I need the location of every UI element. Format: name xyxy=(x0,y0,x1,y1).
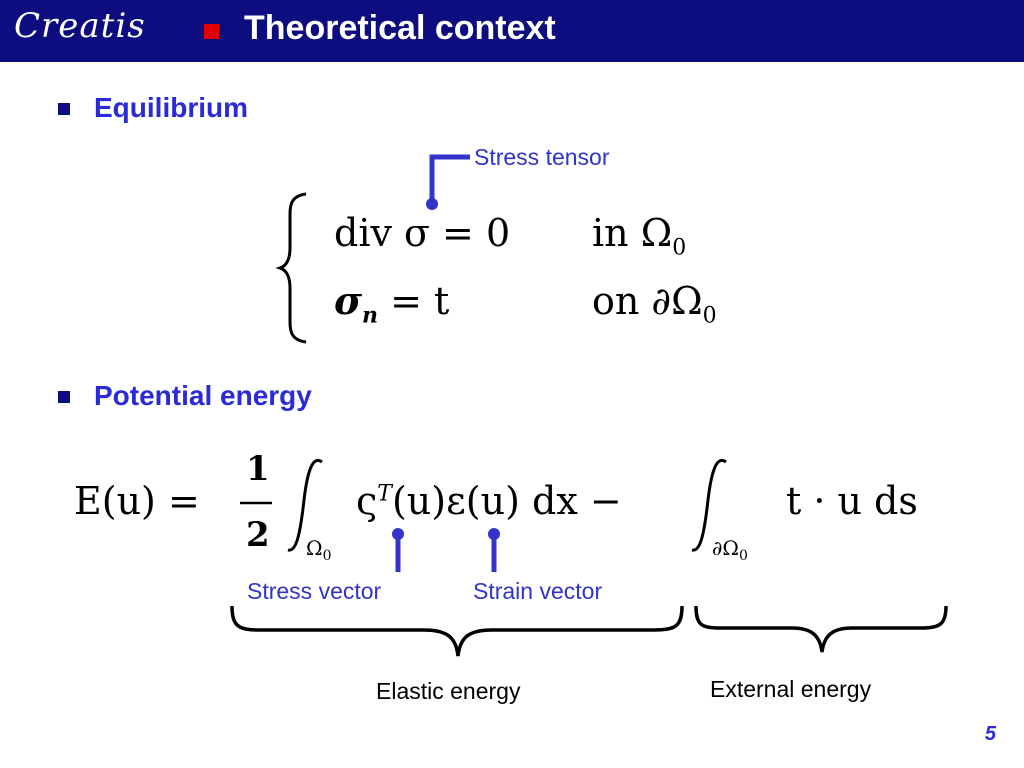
int2-sub-index: 0 xyxy=(738,548,748,564)
elastic-energy-label: Elastic energy xyxy=(376,678,521,704)
equation-equilibrium-2: σn = t xyxy=(334,279,450,327)
stress-tensor-label: Stress tensor xyxy=(474,144,610,170)
system-left-brace xyxy=(275,192,307,344)
heading-equilibrium: Equilibrium xyxy=(94,92,248,123)
strain-vector-label: Strain vector xyxy=(473,578,603,604)
equation-equilibrium-1: div σ = 0 xyxy=(334,214,510,252)
integrand1-sym: ς xyxy=(356,479,378,523)
integral-1-subscript: Ω0 xyxy=(306,536,332,563)
external-energy-label: External energy xyxy=(710,676,872,702)
int2-sub: ∂Ω xyxy=(712,536,739,560)
equation-equilibrium-2-domain: on ∂Ω0 xyxy=(592,279,717,327)
fraction-denominator: 2 xyxy=(246,515,270,555)
stress-tensor-callout-line xyxy=(429,154,470,202)
integrand2-text: t · u ds xyxy=(786,479,918,523)
page-number: 5 xyxy=(984,723,996,745)
eq2-domain-sub: 0 xyxy=(702,303,717,329)
energy-lhs: E(u) = xyxy=(74,482,200,520)
eq2-sigma: σ xyxy=(334,278,363,323)
title-bar: Creatis Theoretical context xyxy=(0,0,1024,62)
stress-vector-label: Stress vector xyxy=(247,578,382,604)
integrand-1: ςT(u)ε(u) dx − xyxy=(356,482,622,520)
integrand-2: t · u ds xyxy=(786,482,918,520)
eq1-domain: in Ω xyxy=(592,211,673,255)
bullet-potential-energy xyxy=(58,391,70,403)
integrand1-sup: T xyxy=(377,481,392,507)
elastic-energy-underbrace xyxy=(230,605,684,657)
heading-potential-energy: Potential energy xyxy=(94,380,312,411)
eq2-rest: = t xyxy=(390,279,450,323)
int1-sub: Ω xyxy=(306,536,323,560)
external-energy-underbrace xyxy=(694,605,948,653)
bullet-equilibrium xyxy=(58,103,70,115)
title-bullet-square xyxy=(204,24,219,39)
eq2-domain: on ∂Ω xyxy=(592,279,703,323)
equation-equilibrium-1-domain: in Ω0 xyxy=(592,211,686,259)
stress-tensor-callout-dot xyxy=(426,198,438,210)
integrand1-rest: (u)ε(u) dx − xyxy=(391,479,622,523)
energy-lhs-text: E(u) = xyxy=(74,479,200,523)
slide-title: Theoretical context xyxy=(244,9,556,47)
fraction-numerator: 1 xyxy=(246,449,270,489)
int1-sub-index: 0 xyxy=(322,548,332,564)
eq2-sigma-sub: n xyxy=(362,302,379,329)
integral-sign-2 xyxy=(691,459,727,552)
eq1-domain-sub: 0 xyxy=(672,235,687,261)
integral-2-subscript: ∂Ω0 xyxy=(712,536,748,563)
creatis-logo: Creatis xyxy=(14,6,146,46)
integral-sign-1 xyxy=(287,459,323,552)
eq1-lhs: div σ = 0 xyxy=(334,211,511,255)
